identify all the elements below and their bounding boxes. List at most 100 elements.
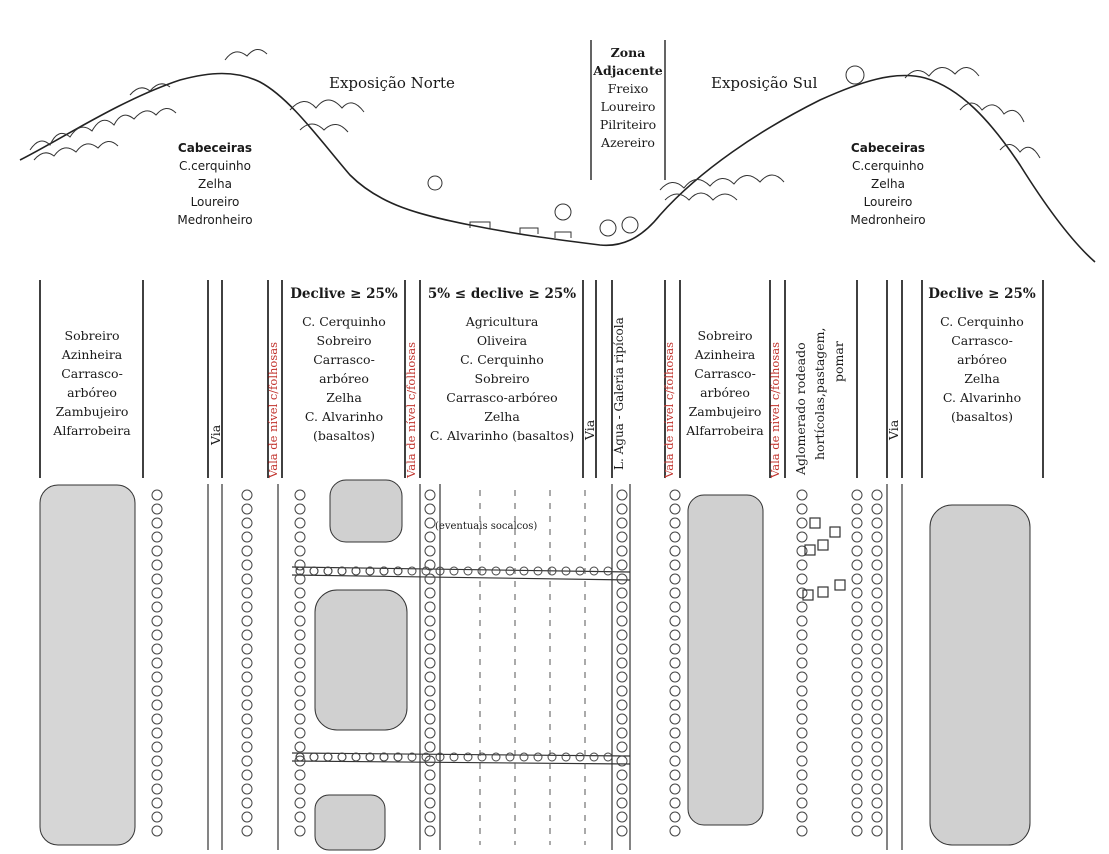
hedge-bubble	[872, 784, 882, 794]
hedge-bubble	[492, 567, 500, 575]
hedge-bubble	[548, 753, 556, 761]
hedge-bubble	[872, 756, 882, 766]
hedge-bubble	[152, 490, 162, 500]
band-2-item: C. Alvarinho	[285, 407, 403, 426]
via-left-label: Via	[208, 425, 223, 445]
hedge-bubble	[617, 588, 627, 598]
hedge-bubble	[872, 742, 882, 752]
band-5-item: (basaltos)	[924, 407, 1040, 426]
hedge-bubble	[425, 826, 435, 836]
hedge-bubble	[152, 504, 162, 514]
hedge-bubble	[617, 798, 627, 808]
hedge-bubble	[852, 616, 862, 626]
hedge-bubble	[797, 714, 807, 724]
hedge-bubble	[797, 770, 807, 780]
band-2-item: Zelha	[285, 388, 403, 407]
zona-adjacente-item: Azereiro	[586, 134, 670, 152]
hedge-bubble	[152, 798, 162, 808]
hedge-bubble	[797, 728, 807, 738]
vala-3-label: Vala de nível c/folhosas	[662, 342, 676, 478]
band-1-item: Alfarrobeira	[42, 421, 142, 440]
hedge-bubble	[152, 812, 162, 822]
hedge-bubble	[617, 504, 627, 514]
hedge-bubble	[295, 630, 305, 640]
hedge-bubble	[152, 532, 162, 542]
hedge-bubble	[295, 672, 305, 682]
hedge-bubble	[152, 714, 162, 724]
hedge-bubble	[242, 574, 252, 584]
hedge-bubble	[506, 567, 514, 575]
hedge-bubble	[242, 616, 252, 626]
hedge-bubble	[797, 490, 807, 500]
cabeceiras-right-block: Cabeceiras C.cerquinho Zelha Loureiro Me…	[832, 139, 944, 229]
hedge-bubble	[797, 798, 807, 808]
hedge-bubble	[617, 630, 627, 640]
hedge-bubble	[852, 770, 862, 780]
hedge-bubble	[852, 602, 862, 612]
cabeceiras-right-title: Cabeceiras	[832, 139, 944, 157]
hedge-bubble	[617, 644, 627, 654]
hedge-bubble	[152, 546, 162, 556]
band-4-item: Sobreiro	[682, 326, 768, 345]
hedge-bubble	[670, 700, 680, 710]
hedge-bubble	[242, 672, 252, 682]
hedge-bubble	[152, 644, 162, 654]
band-4-item: arbóreo	[682, 383, 768, 402]
hedge-bubble	[852, 560, 862, 570]
hedge-bubble	[617, 686, 627, 696]
hedge-bubble	[152, 826, 162, 836]
hedge-bubble	[852, 588, 862, 598]
hedge-bubble	[872, 504, 882, 514]
via-mid-label: Via	[582, 420, 597, 440]
hedge-bubble	[242, 770, 252, 780]
hedge-bubble	[797, 742, 807, 752]
hedge-bubble	[852, 784, 862, 794]
band-1-species: Sobreiro Azinheira Carrasco- arbóreo Zam…	[42, 326, 142, 440]
hedge-bubble	[670, 686, 680, 696]
hedge-bubble	[242, 602, 252, 612]
hedge-bubble	[797, 644, 807, 654]
hedge-bubble	[670, 784, 680, 794]
hedge-bubble	[152, 574, 162, 584]
cabeceiras-left-item: Loureiro	[160, 193, 270, 211]
hedge-bubble	[425, 490, 435, 500]
hedge-bubble	[617, 784, 627, 794]
hedge-bubble	[242, 518, 252, 528]
hedge-bubble	[872, 490, 882, 500]
band-2-title: Declive ≥ 25%	[285, 285, 403, 304]
hedge-bubble	[670, 546, 680, 556]
hedge-bubble	[152, 588, 162, 598]
via-right-label: Via	[886, 420, 901, 440]
band-3-title: 5% ≤ declive ≥ 25%	[423, 285, 581, 304]
hedge-bubble	[295, 644, 305, 654]
hedge-bubble	[425, 602, 435, 612]
hedge-bubble	[425, 518, 435, 528]
hedge-bubble	[617, 728, 627, 738]
hedge-bubble	[242, 728, 252, 738]
hedge-bubble	[852, 644, 862, 654]
zona-adjacente-item: Loureiro	[586, 98, 670, 116]
hedge-bubble	[670, 798, 680, 808]
zona-adjacente-item: Freixo	[586, 80, 670, 98]
hedge-bubble	[242, 798, 252, 808]
hedge-bubble	[242, 630, 252, 640]
galeria-ripicola-label: L. Água - Galeria ripícola	[612, 317, 626, 470]
hedge-bubble	[797, 784, 807, 794]
hedge-bubble	[617, 518, 627, 528]
plan-buildings	[803, 518, 845, 600]
hedge-bubble	[872, 644, 882, 654]
hedge-bubble	[425, 616, 435, 626]
hedge-bubble	[425, 798, 435, 808]
hedge-bubble	[617, 490, 627, 500]
hedge-bubble	[295, 602, 305, 612]
hedge-bubble	[852, 742, 862, 752]
cabeceiras-left-item: C.cerquinho	[160, 157, 270, 175]
hedge-bubble	[425, 714, 435, 724]
hedge-bubble	[152, 658, 162, 668]
hedge-bubble	[852, 756, 862, 766]
hedge-bubble	[152, 784, 162, 794]
hedge-bubble	[852, 518, 862, 528]
hedge-bubble	[242, 644, 252, 654]
hedge-bubble	[872, 574, 882, 584]
band-2-item: Sobreiro	[285, 331, 403, 350]
